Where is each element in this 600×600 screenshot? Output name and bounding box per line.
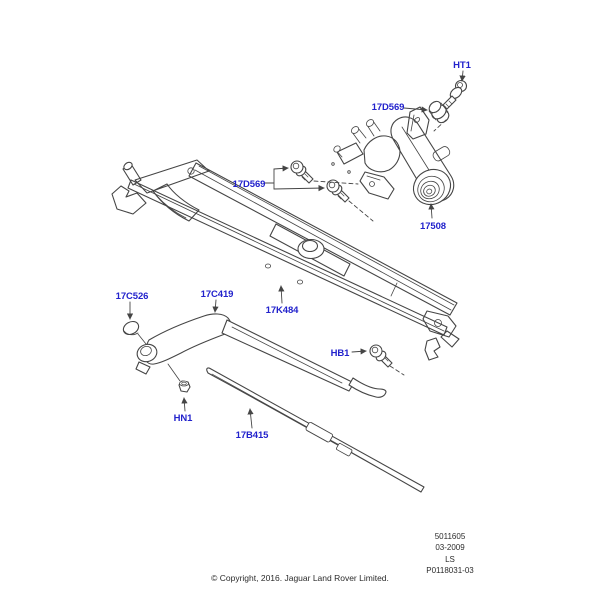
hn1-nut-drawing <box>178 380 191 393</box>
ht1-bolt-drawing <box>442 79 468 110</box>
arm-cap-drawing <box>122 320 140 336</box>
dashed-hb1 <box>389 365 405 376</box>
bolt-head <box>290 160 304 174</box>
leader-17d569-arm1 <box>273 165 289 172</box>
right-crank-hole <box>434 319 442 327</box>
wiper-motor-drawing <box>331 106 455 206</box>
doc-date: 03-2009 <box>435 543 465 553</box>
arm-to-nut-line <box>167 363 181 382</box>
part-label-17c419[interactable]: 17C419 <box>201 289 234 300</box>
arm-body <box>143 313 232 365</box>
bolt-threads <box>381 357 389 365</box>
part-labels: HT1 17D569 17508 17D569 17C526 17C419 17… <box>116 60 472 441</box>
grommet-drawing <box>428 100 450 124</box>
nut-top <box>179 380 189 387</box>
part-label-ht1[interactable]: HT1 <box>453 60 472 71</box>
motor-stud-cap <box>333 145 341 153</box>
motor-face-ring <box>417 175 445 203</box>
linkage-hole <box>296 279 303 285</box>
part-label-17d569-lower[interactable]: 17D569 <box>233 179 266 190</box>
wiper-blade-drawing <box>206 367 425 493</box>
motor-face-ring <box>426 188 433 195</box>
grommet-ring <box>428 100 442 114</box>
bracket-slot <box>413 117 421 123</box>
leader-17b415 <box>247 408 254 429</box>
arm-ridge-line <box>231 326 343 384</box>
grommet-sides <box>428 102 449 121</box>
bolt-head-inner <box>371 346 379 354</box>
dashed-bolt1-to-mount <box>313 180 359 185</box>
bolt-shank <box>442 95 457 110</box>
motor-stud-cap <box>350 126 360 134</box>
dashed-assembly-lines <box>313 119 447 376</box>
leader-17d569-bracket <box>264 168 275 190</box>
part-label-hn1[interactable]: HN1 <box>174 413 194 424</box>
wiper-arm-drawing <box>135 313 387 398</box>
linkage-detail-lines <box>133 165 455 332</box>
leader-17d569-upper <box>403 106 428 113</box>
leader-17k484 <box>278 285 285 304</box>
bolt-threads <box>337 192 345 200</box>
arm-pivot-tab <box>135 361 151 375</box>
dashed-bolt2-to-mount <box>348 200 374 222</box>
motor-detail-lines <box>334 114 435 181</box>
copyright-line: © Copyright, 2016. Jaguar Land Rover Lim… <box>211 573 389 583</box>
left-crank-hole <box>187 167 195 175</box>
plate-info-block: 5011605 03-2009 LS P0118031-03 <box>386 531 514 577</box>
bolt-head <box>369 344 383 358</box>
leader-hb1 <box>351 348 367 355</box>
part-label-hb1[interactable]: HB1 <box>331 348 351 359</box>
screw-hole-dot <box>331 162 335 166</box>
motor-face-ring <box>420 180 440 200</box>
blade-clip <box>336 443 353 457</box>
cap-body <box>122 320 140 336</box>
blade-rubber-line <box>211 373 353 453</box>
linkage-center-boss-hole <box>301 239 319 253</box>
linkage-hole <box>264 263 271 269</box>
bolt-head-inner <box>292 162 300 170</box>
doc-number: 5011605 <box>434 532 466 541</box>
hb1-bolt-drawing <box>369 344 393 368</box>
motor-face-ring <box>423 184 436 197</box>
bolt-threads <box>301 173 309 181</box>
part-label-17508[interactable]: 17508 <box>420 221 446 232</box>
part-label-17k484[interactable]: 17K484 <box>266 305 300 316</box>
cap-to-arm-line <box>137 333 147 345</box>
mount-hole <box>369 181 375 187</box>
arm-pivot-head-inner <box>140 345 152 357</box>
linkage-center-boss <box>297 238 325 260</box>
leader-lines <box>126 70 466 429</box>
leader-hn1 <box>181 397 188 412</box>
motor-body-window <box>432 146 451 162</box>
doc-code: LS <box>445 554 455 564</box>
leader-17d569-arm2 <box>273 184 325 192</box>
part-label-17b415[interactable]: 17B415 <box>236 430 270 441</box>
leader-ht1 <box>459 70 466 82</box>
motor-stud-cap <box>365 119 375 127</box>
leader-17c419 <box>212 299 219 313</box>
part-label-17c526[interactable]: 17C526 <box>116 291 149 302</box>
nut-top-inner <box>181 381 187 386</box>
wiper-linkage-drawing <box>111 159 460 361</box>
left-pivot-post-top <box>123 161 133 171</box>
dashed-grommet-to-bracket <box>433 119 447 132</box>
part-label-17d569-upper[interactable]: 17D569 <box>372 102 405 113</box>
doc-ref: P0118031-03 <box>426 566 474 576</box>
leader-17508 <box>428 203 435 219</box>
linkage-main-shapes <box>111 159 460 361</box>
arm-tip-hook <box>348 377 387 398</box>
linkage-bolts-drawing <box>290 160 350 203</box>
cap-rim <box>123 330 139 336</box>
bolt-threads <box>445 100 453 108</box>
blade-connector <box>305 421 334 443</box>
screw-hole-dot <box>347 170 351 174</box>
